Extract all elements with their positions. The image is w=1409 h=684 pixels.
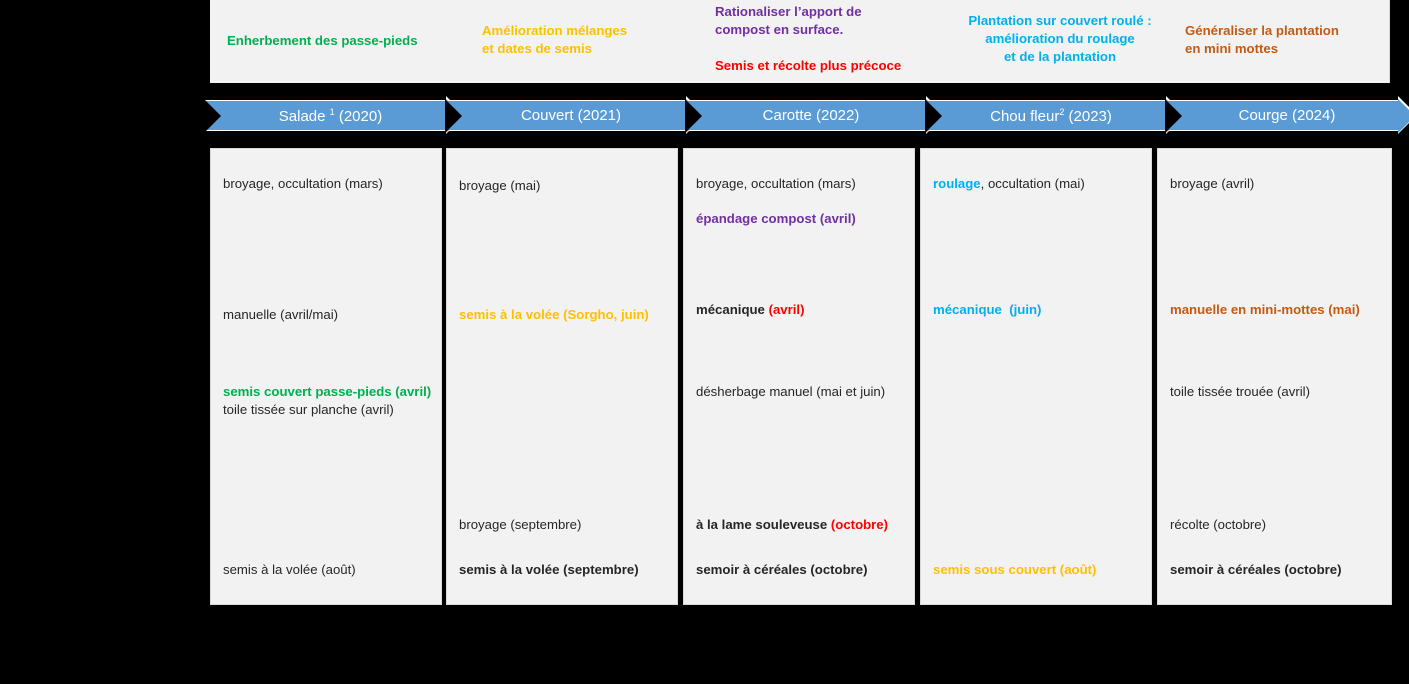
operation-text: semis couvert passe-pieds (avril) bbox=[223, 384, 432, 399]
objective-3: Plantation sur couvert roulé : améliorat… bbox=[945, 12, 1175, 66]
timeline-step-1-name: Couvert (2021) bbox=[520, 107, 622, 124]
column-carotte-2022: broyage, occultation (mars) épandage comp… bbox=[683, 148, 915, 605]
timeline-step-3-label: Chou fleur2 (2023) bbox=[980, 107, 1112, 125]
operation-text: toile tissée trouée (avril) bbox=[1170, 384, 1310, 399]
operation-item: mécanique (juin) bbox=[921, 301, 1151, 318]
operation-item: toile tissée sur planche (avril) bbox=[211, 401, 441, 418]
operation-text: mécanique (juin) bbox=[933, 302, 1042, 317]
operation-text: manuelle en mini-mottes (mai) bbox=[1170, 302, 1360, 317]
column-salade-2020: broyage, occultation (mars) manuelle (avr… bbox=[210, 148, 442, 605]
timeline-step-1[interactable]: Couvert (2021) bbox=[445, 99, 703, 133]
operation-item: à la lame souleveuse (octobre) bbox=[684, 516, 914, 533]
operation-text: , occultation (mai) bbox=[980, 176, 1085, 191]
timeline-step-3-footnote: 2 bbox=[1059, 106, 1065, 117]
operation-text: semis à la volée (Sorgho, juin) bbox=[459, 307, 649, 322]
operation-text: roulage bbox=[933, 176, 981, 191]
operation-item: roulage, occultation (mai) bbox=[921, 175, 1151, 192]
objective-0: Enherbement des passe-pieds bbox=[227, 32, 467, 50]
operation-text: semis sous couvert (août) bbox=[933, 562, 1097, 577]
timeline-step-3-year: (2023) bbox=[1064, 107, 1112, 125]
operation-text: broyage (avril) bbox=[1170, 176, 1255, 191]
timeline-step-0-label: Salade 1 (2020) bbox=[269, 107, 382, 125]
timeline-band: Salade 1 (2020) Couvert (2021) Carotte (20… bbox=[204, 96, 1409, 134]
timeline-step-0-year: (2020) bbox=[334, 107, 383, 125]
operation-text: récolte (octobre) bbox=[1170, 517, 1267, 532]
operation-text: broyage (mai) bbox=[459, 178, 541, 193]
objective-4-text: Généraliser la plantation en mini mottes bbox=[1185, 23, 1339, 56]
timeline-step-3[interactable]: Chou fleur2 (2023) bbox=[925, 99, 1183, 133]
operation-item: broyage (mai) bbox=[447, 177, 677, 194]
operation-item: semis sous couvert (août) bbox=[921, 561, 1151, 578]
operation-item: semoir à céréales (octobre) bbox=[684, 561, 914, 578]
operation-item: broyage (septembre) bbox=[447, 516, 677, 533]
operation-text: manuelle (avril/mai) bbox=[223, 307, 339, 322]
operation-item: épandage compost (avril) bbox=[684, 210, 914, 227]
objective-0-text: Enherbement des passe-pieds bbox=[227, 33, 418, 48]
operation-item: broyage, occultation (mars) bbox=[211, 175, 441, 192]
objective-2-text2: Semis et récolte plus précoce bbox=[715, 58, 902, 73]
objectives-band: Enherbement des passe-pieds Amélioration … bbox=[210, 0, 1390, 83]
operation-item: manuelle en mini-mottes (mai) bbox=[1158, 301, 1391, 318]
objective-2-text: Rationaliser l’apport de compost en surf… bbox=[715, 4, 862, 37]
operation-item: semis à la volée (août) bbox=[211, 561, 441, 578]
operation-text: semoir à céréales (octobre) bbox=[696, 562, 868, 577]
timeline-step-4[interactable]: Courge (2024) bbox=[1165, 99, 1409, 133]
objective-1: Amélioration mélanges et dates de semis bbox=[482, 22, 692, 58]
timeline-step-2-label: Carotte (2022) bbox=[753, 107, 860, 124]
operation-text: toile tissée sur planche (avril) bbox=[223, 402, 394, 417]
timeline-step-0-name: Salade bbox=[278, 107, 330, 125]
objective-3-text: Plantation sur couvert roulé : améliorat… bbox=[968, 13, 1152, 64]
operation-text: semis à la volée (août) bbox=[223, 562, 356, 577]
timeline-step-1-label: Couvert (2021) bbox=[511, 107, 621, 124]
objective-2: Rationaliser l’apport de compost en surf… bbox=[715, 3, 935, 75]
operation-item: désherbage manuel (mai et juin) bbox=[684, 383, 914, 400]
operation-item: semis à la volée (Sorgho, juin) bbox=[447, 306, 677, 323]
timeline-step-2[interactable]: Carotte (2022) bbox=[685, 99, 943, 133]
operation-text: semoir à céréales (octobre) bbox=[1170, 562, 1342, 577]
timeline-step-3-name: Chou fleur bbox=[990, 107, 1060, 125]
column-courge-2024: broyage (avril) manuelle en mini-mottes (… bbox=[1157, 148, 1392, 605]
operation-item: semis couvert passe-pieds (avril) bbox=[211, 383, 441, 400]
operation-item: semoir à céréales (octobre) bbox=[1158, 561, 1391, 578]
operation-text: mécanique bbox=[696, 302, 769, 317]
operation-item: manuelle (avril/mai) bbox=[211, 306, 441, 323]
column-couvert-2021: broyage (mai) semis à la volée (Sorgho, j… bbox=[446, 148, 678, 605]
operation-text: semis à la volée (septembre) bbox=[459, 562, 639, 577]
operation-text: à la lame souleveuse bbox=[696, 517, 831, 532]
timeline-step-4-name: Courge (2024) bbox=[1238, 107, 1336, 124]
objective-spacer bbox=[715, 39, 935, 57]
operation-item: mécanique (avril) bbox=[684, 301, 914, 318]
operation-text: broyage, occultation (mars) bbox=[223, 176, 383, 191]
operation-item: broyage, occultation (mars) bbox=[684, 175, 914, 192]
operation-text: (octobre) bbox=[830, 517, 889, 532]
timeline-step-4-label: Courge (2024) bbox=[1229, 107, 1336, 124]
timeline-step-0[interactable]: Salade 1 (2020) bbox=[204, 99, 463, 133]
objective-4: Généraliser la plantation en mini mottes bbox=[1185, 22, 1405, 58]
operation-text: désherbage manuel (mai et juin) bbox=[696, 384, 886, 399]
operation-item: semis à la volée (septembre) bbox=[447, 561, 677, 578]
objective-1-text: Amélioration mélanges et dates de semis bbox=[482, 23, 628, 56]
timeline-step-0-footnote: 1 bbox=[329, 106, 335, 117]
operation-item: récolte (octobre) bbox=[1158, 516, 1391, 533]
column-chou-fleur-2023: roulage, occultation (mai) mécanique (jui… bbox=[920, 148, 1152, 605]
timeline-step-2-name: Carotte (2022) bbox=[762, 107, 860, 124]
operation-item: toile tissée trouée (avril) bbox=[1158, 383, 1391, 400]
operation-item: broyage (avril) bbox=[1158, 175, 1391, 192]
operation-text: broyage, occultation (mars) bbox=[696, 176, 856, 191]
operation-text: (avril) bbox=[768, 302, 805, 317]
operation-text: épandage compost (avril) bbox=[696, 211, 856, 226]
operation-text: broyage (septembre) bbox=[459, 517, 582, 532]
